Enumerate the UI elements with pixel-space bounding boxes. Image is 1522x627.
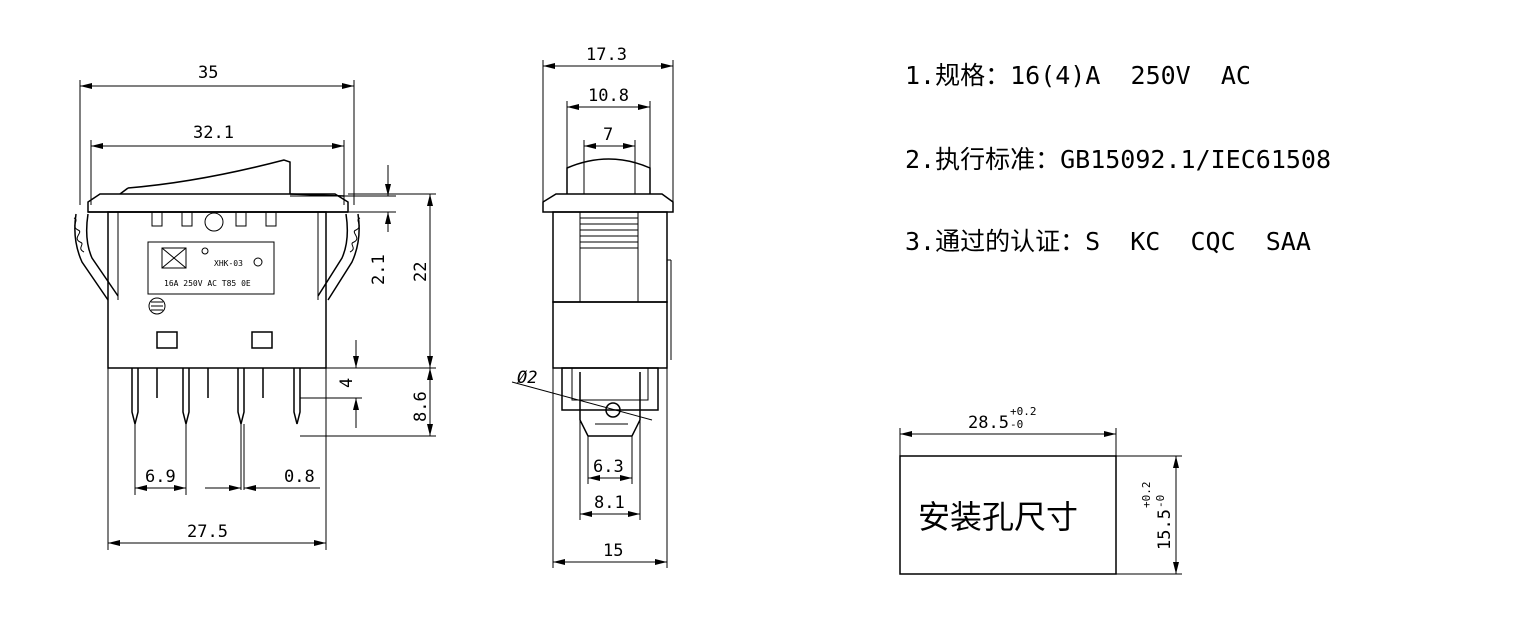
model-label: XHK-03	[214, 259, 243, 268]
dim-22-label: 22	[411, 262, 431, 282]
dim-27-5-label: 27.5	[187, 522, 228, 542]
dim-6-3-label: 6.3	[593, 457, 624, 477]
spec-standard: 2.执行标准：GB15092.1/IEC61508	[905, 145, 1332, 174]
mounting-cutout: 28.5 +0.2 -0 15.5 +0.2 -0	[899, 405, 1182, 575]
cutout-height-tol-upper: +0.2	[1140, 482, 1153, 509]
cutout-title: 安装孔尺寸	[918, 498, 1079, 536]
side-view: 17.3 10.8 7	[511, 45, 674, 568]
dim-15-label: 15	[603, 541, 623, 561]
dim-7-label: 7	[603, 125, 613, 145]
cutout-width-tol-upper: +0.2	[1010, 405, 1037, 418]
dim-d2-label: Ø2	[517, 368, 537, 388]
front-view: 35 32.1	[73, 63, 436, 550]
dim-0-8-label: 0.8	[284, 467, 315, 487]
ratings-label: 16A 250V AC T85 0E	[164, 279, 251, 288]
dim-4-label: 4	[337, 378, 357, 388]
spec-certifications: 3.通过的认证：S KC CQC SAA	[905, 227, 1311, 256]
cutout-height-label: 15.5	[1155, 509, 1175, 550]
dim-35-label: 35	[198, 63, 218, 83]
dim-32-1-label: 32.1	[193, 123, 234, 143]
dim-8-1-label: 8.1	[594, 493, 625, 513]
spec-rating: 1.规格：16(4)A 250V AC	[905, 61, 1251, 90]
dim-10-8-label: 10.8	[588, 86, 629, 106]
dim-17-3-label: 17.3	[586, 45, 627, 65]
cutout-width-tol-lower: -0	[1010, 418, 1023, 431]
cutout-height-tol-lower: -0	[1154, 495, 1167, 508]
dim-2-1-label: 2.1	[369, 254, 389, 285]
cutout-width-label: 28.5	[968, 413, 1009, 433]
dim-6-9-label: 6.9	[145, 467, 176, 487]
cutout-outline	[899, 455, 1117, 575]
dim-8-6-label: 8.6	[411, 391, 431, 422]
